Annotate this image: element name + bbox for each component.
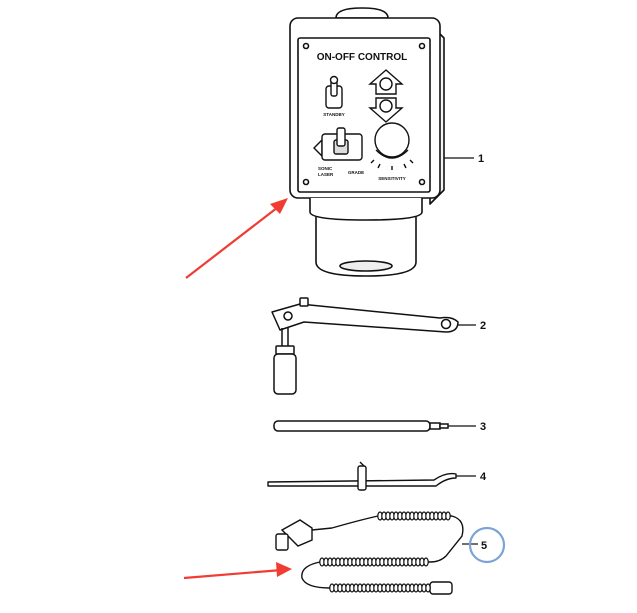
standby-label: STANDBY: [323, 112, 344, 117]
red-arrow-lower: [183, 562, 292, 580]
arrow-up-button-icon: [368, 69, 404, 95]
callout-3: 3: [480, 421, 486, 433]
cable-coil-loop: [423, 557, 429, 567]
sonic-laser-switch-icon: [313, 127, 363, 161]
callout-4: 4: [480, 471, 487, 483]
red-arrow-upper: [185, 198, 288, 279]
coiled-cable: [275, 515, 464, 595]
callout-2: 2: [480, 320, 486, 332]
highlight-circle: [468, 526, 506, 564]
standby-toggle-icon: [325, 75, 343, 109]
sensitivity-label: SENSITIVITY: [378, 176, 406, 181]
cable-coil-loop: [425, 583, 431, 593]
thin-bracket: [267, 461, 457, 491]
sonic-label: SONIC: [318, 166, 333, 171]
callout-1: 1: [478, 153, 484, 165]
arrow-down-button-icon: [368, 97, 404, 123]
bracket-arm: [271, 297, 459, 395]
control-box: [289, 7, 445, 277]
cable-coil-loops: [319, 511, 451, 593]
grade-label: GRADE: [348, 170, 364, 175]
laser-label: LASER: [318, 172, 334, 177]
rod: [273, 420, 449, 432]
sensitivity-knob-icon: [370, 122, 414, 170]
callout-5: 5: [481, 540, 487, 552]
panel-title: ON-OFF CONTROL: [317, 52, 408, 63]
cable-coil-loop: [445, 511, 451, 521]
